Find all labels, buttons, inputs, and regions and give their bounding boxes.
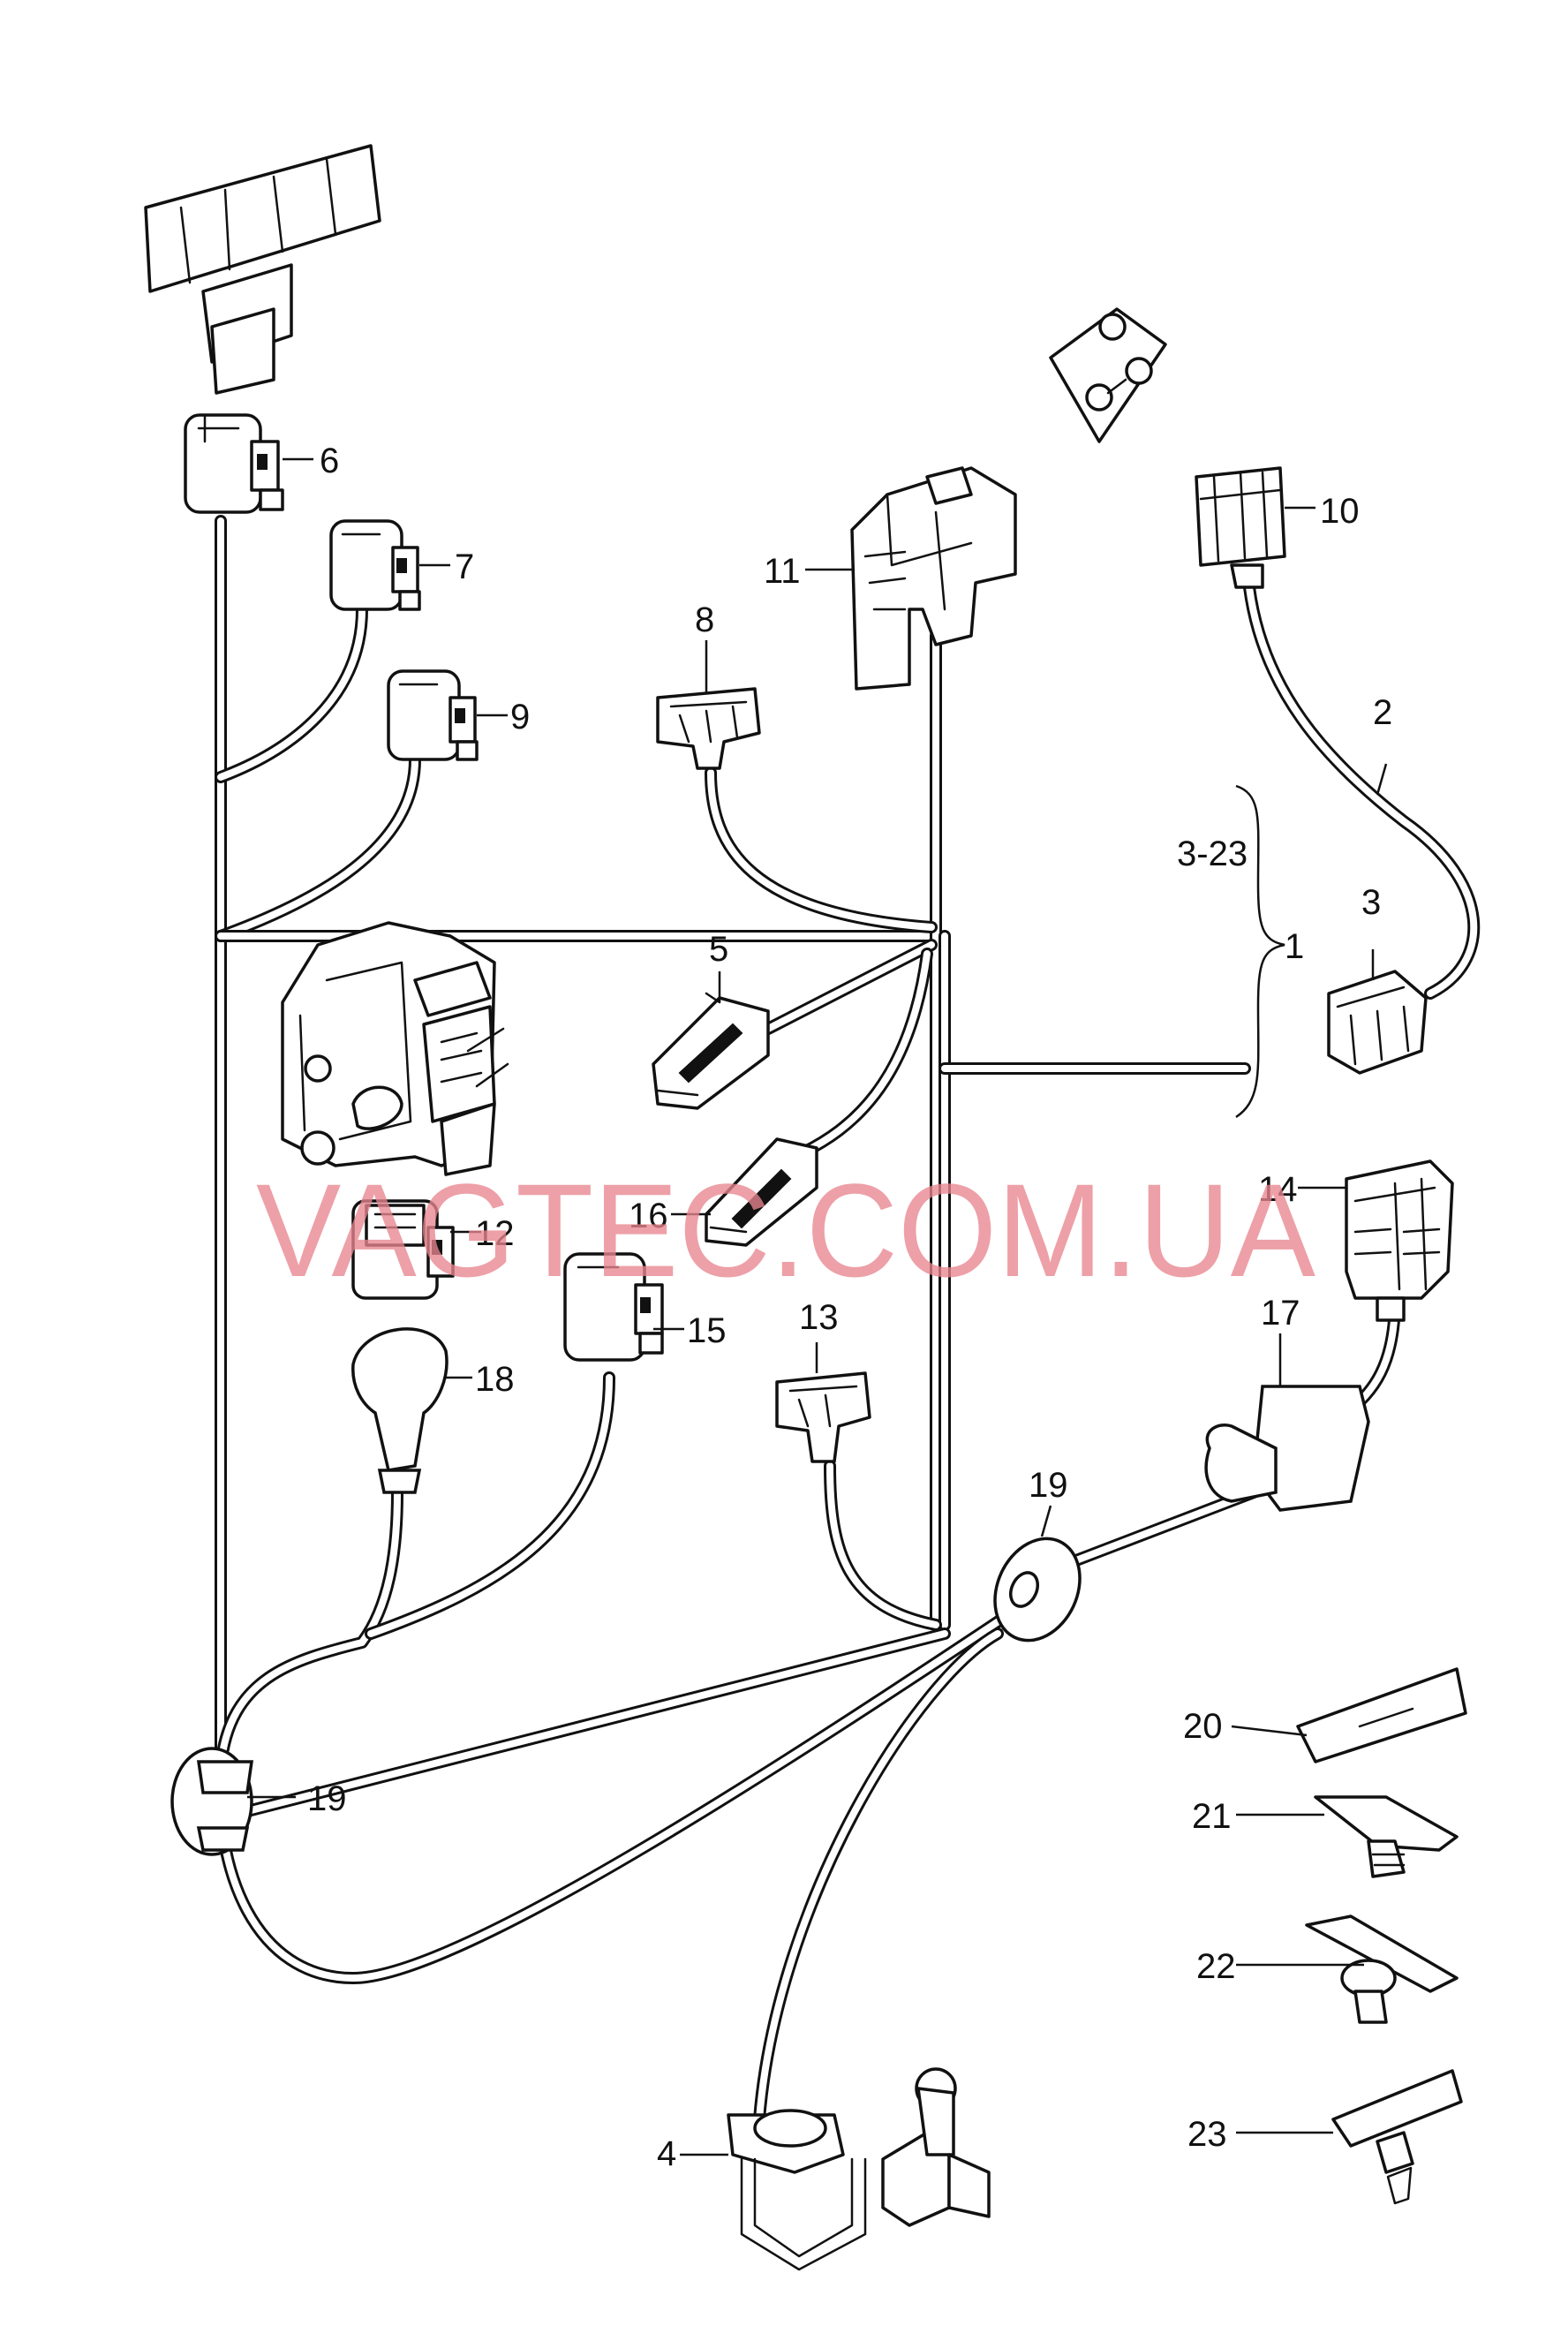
callout-19-top: 19: [1029, 1466, 1068, 1505]
callout-9: 9: [510, 698, 530, 736]
connector-13: [775, 1371, 871, 1463]
callout-22: 22: [1196, 1947, 1236, 1986]
callout-1: 1: [1285, 927, 1304, 966]
grommet-18: [351, 1327, 449, 1494]
crash-sensor: [881, 2067, 991, 2227]
grommet-19-right: [993, 1537, 1082, 1643]
callout-3: 3: [1361, 883, 1381, 922]
callout-20: 20: [1183, 1707, 1223, 1746]
callout-5: 5: [709, 930, 728, 969]
range-bracket: [1235, 784, 1285, 1119]
callout-11: 11: [764, 552, 801, 591]
clip-21: [1314, 1795, 1459, 1878]
callout-7: 7: [455, 548, 474, 586]
connector-14: [1345, 1159, 1454, 1322]
leader-lines: [247, 457, 1388, 2156]
callout-17: 17: [1261, 1294, 1300, 1333]
callout-21: 21: [1192, 1797, 1232, 1836]
callout-8: 8: [695, 600, 714, 639]
harness-wires: [210, 515, 1481, 2126]
callout-14: 14: [1258, 1170, 1298, 1209]
grommet-17: [1204, 1385, 1370, 1512]
callout-4: 4: [657, 2134, 676, 2173]
clip-20: [1296, 1667, 1467, 1763]
watermark-text: VAGTEC.COM.UA: [256, 1156, 1315, 1304]
callout-19-bottom: 19: [307, 1779, 347, 1818]
door-lock-assembly: [281, 921, 509, 1176]
connector-16: [705, 1137, 818, 1247]
callout-23: 23: [1187, 2115, 1227, 2154]
grommet-19-left: [170, 1747, 254, 1856]
callout-3-23: 3-23: [1177, 834, 1248, 873]
clip-22: [1305, 1914, 1459, 2024]
callout-2: 2: [1373, 693, 1392, 732]
connector-8: [656, 687, 761, 770]
sensor-4: [727, 2109, 867, 2271]
connector-11: [850, 466, 1017, 691]
trim-cover: [144, 144, 381, 395]
callout-18: 18: [475, 1360, 515, 1399]
callout-labels: 1 2 3 3-23 4 5 6 7 8 9 10 11 12 13 14 15…: [307, 442, 1392, 2173]
callout-10: 10: [1320, 492, 1360, 531]
callout-13: 13: [799, 1298, 839, 1337]
connector-12: [351, 1199, 455, 1300]
callout-15: 15: [687, 1311, 727, 1350]
connector-10: [1195, 466, 1286, 589]
connector-9: [387, 669, 479, 761]
clip-23: [1331, 2069, 1463, 2205]
connector-5: [652, 992, 770, 1110]
control-module: [1049, 307, 1167, 443]
connector-6: [184, 413, 284, 514]
connector-7: [329, 519, 421, 611]
connector-3: [1327, 970, 1428, 1075]
callout-6: 6: [320, 442, 339, 480]
callout-12: 12: [475, 1214, 515, 1253]
callout-16: 16: [629, 1197, 668, 1235]
connector-15: [563, 1252, 664, 1362]
